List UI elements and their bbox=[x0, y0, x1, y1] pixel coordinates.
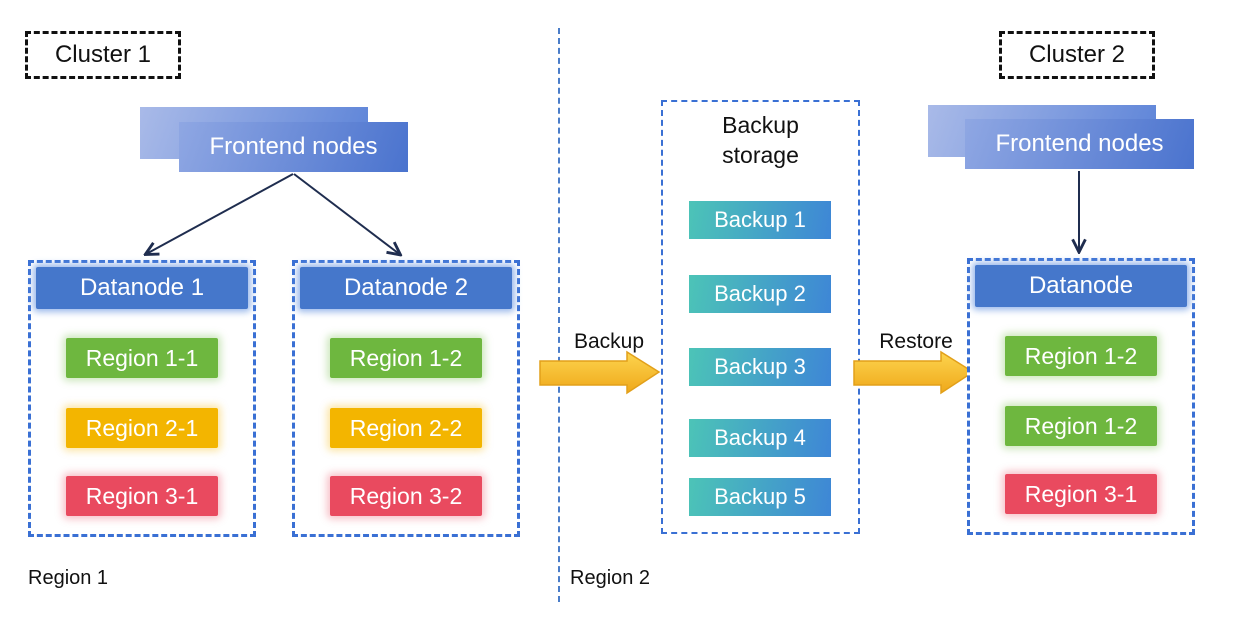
backup-arrow-label: Backup bbox=[573, 330, 645, 353]
frontend-nodes-box-cluster2: Frontend nodes bbox=[965, 119, 1194, 169]
backup-item: Backup 5 bbox=[689, 478, 831, 516]
region-chip: Region 2-2 bbox=[330, 408, 482, 448]
region-chip: Region 1-1 bbox=[66, 338, 218, 378]
restore-arrow-label: Restore bbox=[879, 330, 953, 353]
region-chip: Region 1-2 bbox=[1005, 336, 1157, 376]
datanode2-header: Datanode 2 bbox=[300, 267, 512, 309]
region2-label: Region 2 bbox=[570, 567, 651, 589]
datanode-box-cluster2: Datanode Region 1-2 Region 1-2 Region 3-… bbox=[967, 258, 1195, 535]
datanode1-header: Datanode 1 bbox=[36, 267, 248, 309]
backup-item: Backup 4 bbox=[689, 419, 831, 457]
cluster1-label-box: Cluster 1 bbox=[25, 31, 181, 79]
backup-item: Backup 2 bbox=[689, 275, 831, 313]
cluster2-label: Cluster 2 bbox=[1028, 41, 1126, 68]
frontend-nodes-label-cluster2: Frontend nodes bbox=[995, 130, 1164, 157]
restore-arrow bbox=[853, 350, 975, 395]
backup-storage-box: Backup storage Backup 1 Backup 2 Backup … bbox=[661, 100, 860, 534]
cluster2-label-box: Cluster 2 bbox=[999, 31, 1155, 79]
datanode1-box: Datanode 1 Region 1-1 Region 2-1 Region … bbox=[28, 260, 256, 537]
region-divider-line bbox=[558, 28, 560, 602]
region-chip: Region 2-1 bbox=[66, 408, 218, 448]
frontend-nodes-label-cluster1: Frontend nodes bbox=[209, 133, 378, 160]
backup-arrow bbox=[539, 350, 661, 395]
frontend-nodes-box-cluster1: Frontend nodes bbox=[179, 122, 408, 172]
backup-item: Backup 3 bbox=[689, 348, 831, 386]
frontend-to-datanode1-arrow bbox=[148, 173, 294, 253]
region-chip: Region 3-1 bbox=[1005, 474, 1157, 514]
datanode-header-cluster2: Datanode bbox=[975, 265, 1187, 307]
backup-item: Backup 1 bbox=[689, 201, 831, 239]
region-chip: Region 1-2 bbox=[1005, 406, 1157, 446]
datanode2-box: Datanode 2 Region 1-2 Region 2-2 Region … bbox=[292, 260, 520, 537]
backup-storage-title: Backup storage bbox=[722, 112, 799, 168]
region-chip: Region 3-1 bbox=[66, 476, 218, 516]
frontend-to-datanode2-arrow bbox=[293, 173, 398, 253]
cluster1-label: Cluster 1 bbox=[54, 41, 152, 68]
region-chip: Region 3-2 bbox=[330, 476, 482, 516]
region-chip: Region 1-2 bbox=[330, 338, 482, 378]
region1-label: Region 1 bbox=[28, 567, 109, 589]
